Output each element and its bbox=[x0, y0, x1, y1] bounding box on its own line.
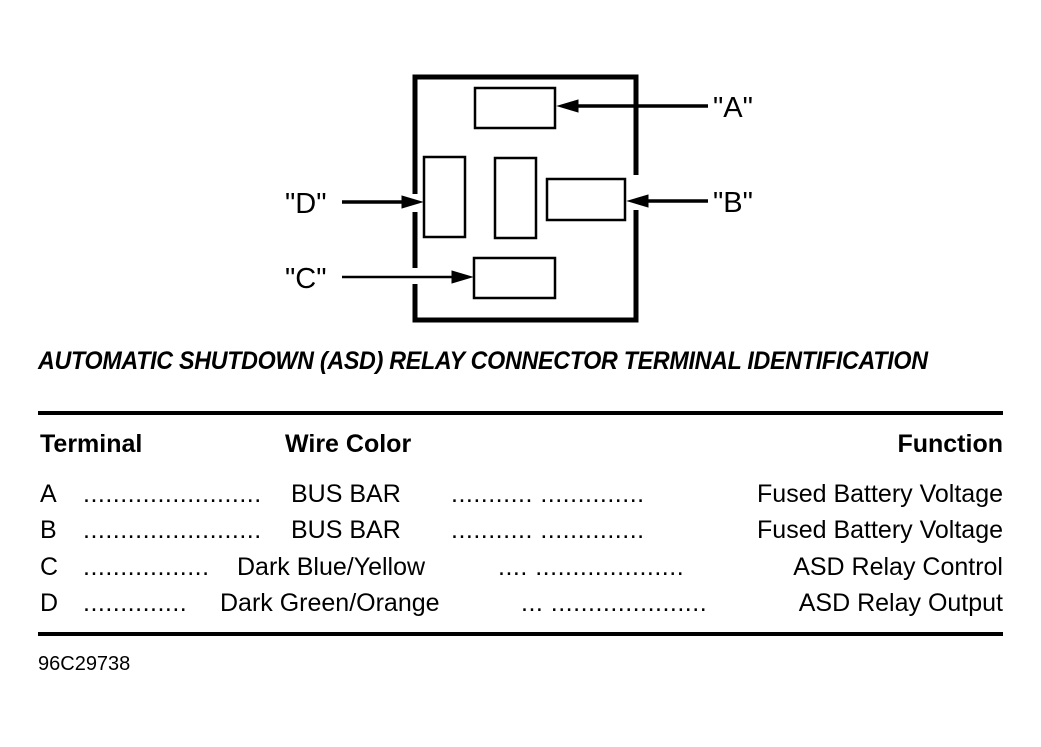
leader-dots: ................. bbox=[83, 553, 210, 581]
wire-color: BUS BAR bbox=[291, 516, 401, 544]
terminal-id: C bbox=[40, 553, 59, 581]
function: ASD Relay Output bbox=[798, 589, 1003, 617]
arrow-d-head bbox=[401, 195, 424, 209]
label-a: "A" bbox=[713, 92, 753, 124]
header-wire-color: Wire Color bbox=[285, 430, 412, 458]
label-c: "C" bbox=[285, 263, 327, 295]
table-row: B ........................ BUS BAR .....… bbox=[38, 516, 1003, 550]
table-row: C ................. Dark Blue/Yellow ...… bbox=[38, 553, 1003, 587]
terminal-id: B bbox=[40, 516, 57, 544]
table-row: D .............. Dark Green/Orange ... .… bbox=[38, 589, 1003, 623]
wire-color: BUS BAR bbox=[291, 480, 401, 508]
terminal-b-cavity bbox=[545, 177, 627, 222]
arrow-a-head bbox=[556, 99, 579, 113]
wire-color: Dark Blue/Yellow bbox=[237, 553, 426, 581]
connector-housing bbox=[412, 74, 639, 323]
arrow-b-head bbox=[626, 194, 649, 208]
label-d: "D" bbox=[285, 188, 327, 220]
table-row: A ........................ BUS BAR .....… bbox=[38, 480, 1003, 514]
leader-dots: ........................ bbox=[83, 516, 262, 544]
wire-color: Dark Green/Orange bbox=[220, 589, 440, 617]
connector-diagram: "A" "B" "C" "D" bbox=[285, 74, 753, 323]
terminal-c-cavity bbox=[472, 256, 557, 300]
leader-dots: ... ..................... bbox=[521, 589, 708, 617]
title-rule bbox=[38, 411, 1003, 415]
terminal-d-cavity bbox=[422, 155, 467, 239]
label-b: "B" bbox=[713, 187, 753, 219]
arrow-c-head bbox=[451, 270, 474, 284]
figure-code: 96C29738 bbox=[38, 653, 131, 675]
figure-title: AUTOMATIC SHUTDOWN (ASD) RELAY CONNECTOR… bbox=[38, 347, 928, 375]
function: Fused Battery Voltage bbox=[757, 516, 1003, 544]
leader-dots: ........... .............. bbox=[451, 516, 645, 544]
terminal-id: A bbox=[40, 480, 57, 508]
header-terminal: Terminal bbox=[40, 430, 143, 458]
center-cavity bbox=[493, 156, 538, 240]
function: Fused Battery Voltage bbox=[757, 480, 1003, 508]
header-function: Function bbox=[897, 430, 1003, 458]
leader-dots: .............. bbox=[83, 589, 188, 617]
terminal-id: D bbox=[40, 589, 59, 617]
leader-dots: ........... .............. bbox=[451, 480, 645, 508]
leader-dots: .... .................... bbox=[498, 553, 685, 581]
function: ASD Relay Control bbox=[793, 553, 1003, 581]
leader-dots: ........................ bbox=[83, 480, 262, 508]
terminal-a-cavity bbox=[473, 86, 557, 130]
table-bottom-rule bbox=[38, 632, 1003, 636]
